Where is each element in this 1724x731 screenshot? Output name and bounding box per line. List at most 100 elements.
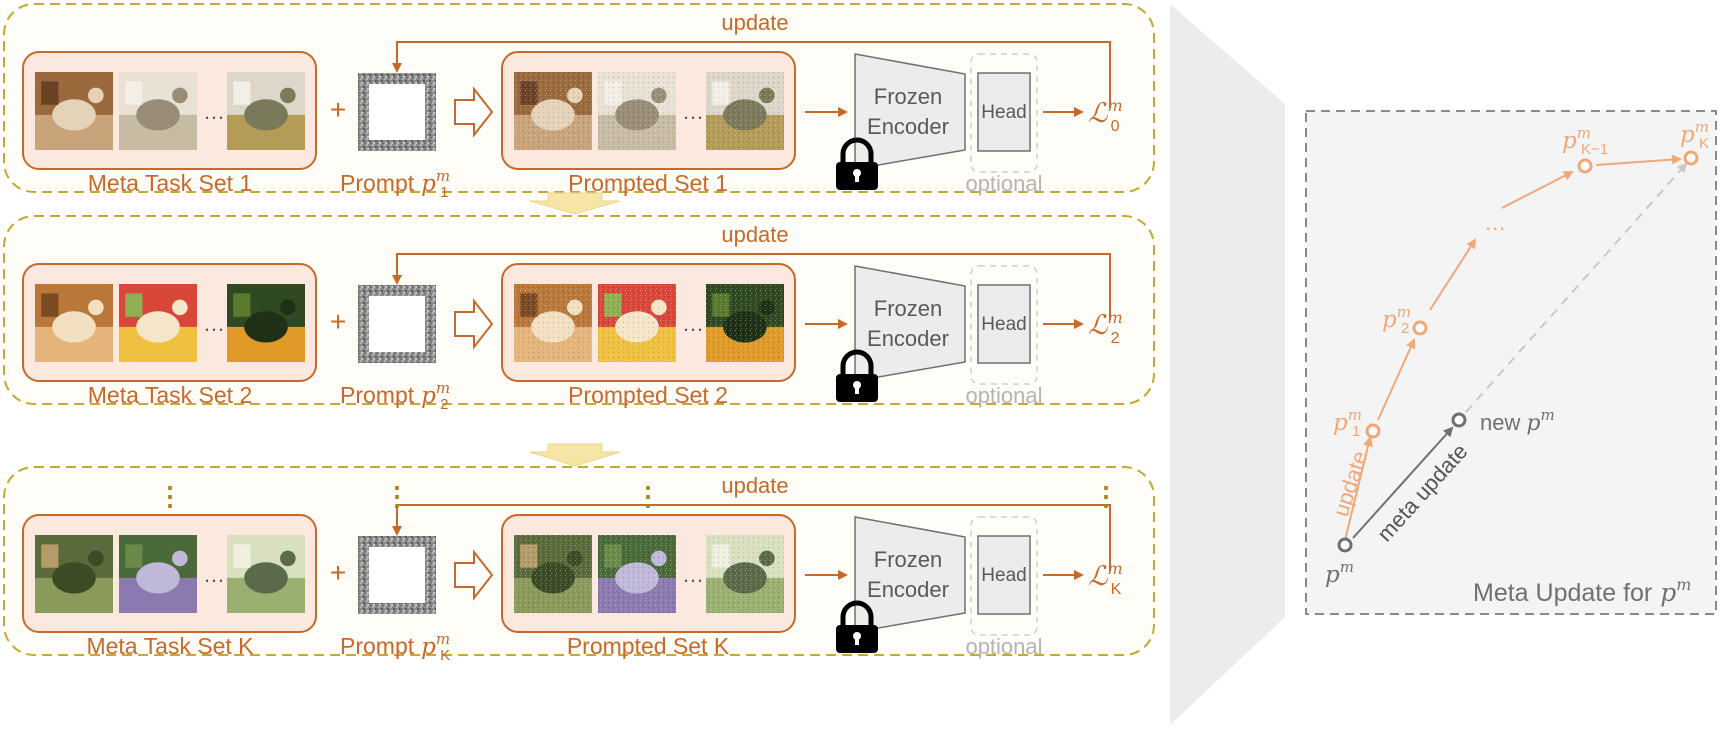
- head-block: Head: [977, 535, 1031, 615]
- prompted-image-2: [598, 535, 676, 613]
- svg-text:…: …: [1484, 210, 1506, 235]
- task-image-2: [119, 284, 197, 362]
- head-label: Head: [981, 102, 1026, 123]
- prompt-frame: [358, 285, 436, 363]
- point-pk: [1683, 150, 1699, 166]
- optional-box: [970, 516, 1038, 636]
- prompted-set-box: …: [501, 263, 796, 382]
- prompted-image-1: [514, 72, 592, 150]
- optional-label: optional: [965, 634, 1042, 659]
- encoder-label-line1: Frozen: [874, 547, 942, 572]
- point-p2: [1412, 320, 1428, 336]
- combine-arrow: [454, 86, 494, 138]
- meta-task-set-label: Meta Task Set 2: [88, 382, 253, 408]
- prompted-image-3: [706, 535, 784, 613]
- lock-icon: [836, 349, 878, 402]
- lock-icon: [836, 600, 878, 653]
- encoder-label-line1: Frozen: [874, 296, 942, 321]
- update-feedback-arrow: [392, 41, 1111, 108]
- meta-task-set-label: Meta Task Set K: [86, 633, 254, 659]
- point-p1: [1365, 423, 1381, 439]
- task-image-3: [227, 284, 305, 362]
- combine-arrow: [454, 549, 494, 601]
- task-image-1: [35, 535, 113, 613]
- meta-task-set-box: …: [22, 263, 317, 382]
- prompt-frame: [358, 73, 436, 151]
- task-image-1: [35, 72, 113, 150]
- optional-label: optional: [965, 171, 1042, 196]
- vertical-ellipsis-4: ⋮: [1093, 481, 1119, 511]
- label-p0: pm: [1325, 558, 1354, 588]
- vertical-ellipsis-2: ⋮: [384, 481, 410, 511]
- prompted-image-3: [706, 284, 784, 362]
- row-flow-arrow-2: [529, 443, 621, 467]
- ellipsis: …: [682, 562, 704, 587]
- plus-sign: +: [330, 94, 346, 125]
- update-label: update: [721, 10, 788, 35]
- ellipsis: …: [203, 99, 225, 124]
- lock-icon: [836, 137, 878, 190]
- prompt-frame: [358, 536, 436, 614]
- point-pk1: [1577, 158, 1593, 174]
- head-block: Head: [977, 284, 1031, 364]
- head-label: Head: [981, 565, 1026, 586]
- task-image-2: [119, 535, 197, 613]
- prompted-image-2: [598, 284, 676, 362]
- vertical-ellipsis-3: ⋮: [635, 481, 661, 511]
- head-label: Head: [981, 314, 1026, 335]
- update-label: update: [721, 473, 788, 498]
- point-p0: [1337, 537, 1353, 553]
- encoder-label-line2: Encoder: [867, 577, 949, 602]
- plus-sign: +: [330, 306, 346, 337]
- update-feedback-arrow: [392, 253, 1111, 320]
- task-image-3: [227, 535, 305, 613]
- prompted-image-1: [514, 284, 592, 362]
- meta-task-set-label: Meta Task Set 1: [88, 170, 253, 196]
- optional-label: optional: [965, 383, 1042, 408]
- meta-task-set-box: …: [22, 51, 317, 170]
- update-label: update: [721, 222, 788, 247]
- update-feedback-arrow: [392, 504, 1111, 571]
- prompted-set-label: Prompted Set 2: [568, 382, 728, 408]
- optional-box: [970, 265, 1038, 385]
- prompted-set-box: …: [501, 514, 796, 633]
- ellipsis: …: [682, 311, 704, 336]
- encoder-label-line2: Encoder: [867, 326, 949, 351]
- prompted-image-3: [706, 72, 784, 150]
- point-new: [1451, 412, 1467, 428]
- prompted-image-1: [514, 535, 592, 613]
- prompted-set-label: Prompted Set 1: [568, 170, 728, 196]
- ellipsis: …: [203, 311, 225, 336]
- zoom-connector: [1170, 4, 1285, 725]
- encoder-label-line2: Encoder: [867, 114, 949, 139]
- head-block: Head: [977, 72, 1031, 152]
- meta-task-set-box: …: [22, 514, 317, 633]
- prompted-set-label: Prompted Set K: [567, 633, 730, 659]
- row-flow-arrow-1: [529, 192, 621, 215]
- optional-box: [970, 53, 1038, 173]
- prompted-image-2: [598, 72, 676, 150]
- task-image-2: [119, 72, 197, 150]
- task-image-1: [35, 284, 113, 362]
- task-image-3: [227, 72, 305, 150]
